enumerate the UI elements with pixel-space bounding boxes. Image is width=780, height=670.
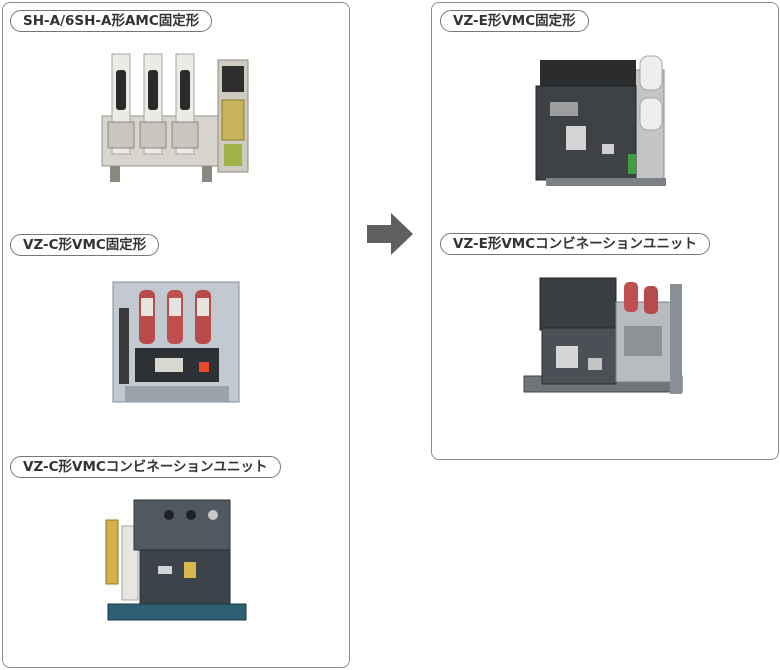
photo-vz-e-vmc-fixed [535,55,666,186]
photo-vz-c-vmc-fixed [112,281,240,403]
label-vz-c-vmc-combination: VZ-C形VMCコンビネーションユニット [10,456,281,478]
arrow-right-icon [367,213,413,255]
label-vz-e-vmc-combination: VZ-E形VMCコンビネーションユニット [440,233,710,255]
photo-sh-a-amc-fixed [101,53,249,182]
photo-vz-e-vmc-combination [523,277,683,394]
photo-vz-c-vmc-combination [105,499,247,621]
label-vz-e-vmc-fixed: VZ-E形VMC固定形 [440,10,589,32]
label-sh-a-amc-fixed: SH-A/6SH-A形AMC固定形 [10,10,213,32]
label-vz-c-vmc-fixed: VZ-C形VMC固定形 [10,234,160,256]
